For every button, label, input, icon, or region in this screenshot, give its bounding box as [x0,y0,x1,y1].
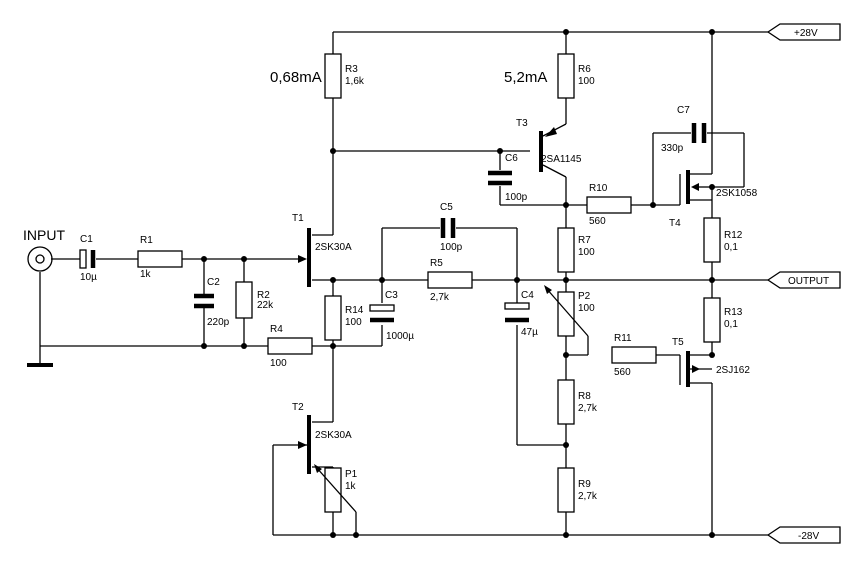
svg-text:100: 100 [345,317,362,328]
svg-text:R12: R12 [724,230,743,241]
svg-text:R9: R9 [578,479,591,490]
capacitor-c6: C6 100p [488,153,528,203]
transistor-t3: T3 2SA1145 [516,118,582,172]
transistor-t1: T1 2SK30A [292,213,352,287]
svg-text:47µ: 47µ [521,327,538,338]
transistor-t2: T2 2SK30A [292,402,352,474]
svg-text:2,7k: 2,7k [430,292,450,303]
svg-text:560: 560 [589,216,606,227]
svg-text:1k: 1k [345,481,357,492]
svg-text:-28V: -28V [798,531,819,542]
svg-text:T4: T4 [669,218,681,229]
svg-text:2SA1145: 2SA1145 [541,154,582,165]
capacitor-c3: C3 1000µ [369,290,414,342]
svg-text:10µ: 10µ [80,272,97,283]
resistor-r1: R1 1k [137,235,183,280]
svg-text:+28V: +28V [794,28,818,39]
svg-text:C3: C3 [385,290,398,301]
capacitor-c4: C4 47µ [504,290,538,338]
potentiometer-p1: P1 1k [314,464,358,513]
svg-text:100: 100 [578,247,595,258]
svg-text:R13: R13 [724,307,743,318]
svg-text:T1: T1 [292,213,304,224]
capacitor-c5: C5 100p [440,202,463,253]
potentiometer-p2: P2 100 [544,285,595,337]
svg-text:R4: R4 [270,324,283,335]
junction-dots [201,29,715,538]
svg-text:OUTPUT: OUTPUT [788,276,829,287]
transistor-t4: T4 2SK1058 [669,170,758,229]
svg-text:C5: C5 [440,202,453,213]
svg-text:100: 100 [578,76,595,87]
svg-text:100p: 100p [440,242,463,253]
resistor-r6: R6 100 [557,53,595,99]
svg-text:100: 100 [578,303,595,314]
svg-text:R1: R1 [140,235,153,246]
transistor-t5: T5 2SJ162 [672,337,750,387]
resistor-r2: R2 22k [235,281,274,319]
svg-text:330p: 330p [661,143,684,154]
svg-text:0,1: 0,1 [724,242,738,253]
svg-text:T2: T2 [292,402,304,413]
input-connector: INPUT [23,227,65,367]
svg-text:100p: 100p [505,192,528,203]
svg-text:220p: 220p [207,317,230,328]
resistor-r14: R14 100 [324,295,364,341]
svg-text:2SK1058: 2SK1058 [716,188,758,199]
svg-text:R14: R14 [345,305,364,316]
resistor-r10: R10 560 [586,183,632,227]
resistor-r12: R12 0,1 [703,217,743,263]
svg-text:T3: T3 [516,118,528,129]
output-terminal: OUTPUT [766,271,841,289]
svg-text:100: 100 [270,358,287,369]
resistor-r9: R9 2,7k [557,467,598,513]
svg-text:C1: C1 [80,234,93,245]
svg-text:0,1: 0,1 [724,319,738,330]
resistor-r5: R5 2,7k [427,258,473,303]
svg-text:R7: R7 [578,235,591,246]
neg-rail-terminal: -28V [766,526,841,544]
resistor-r4: R4 100 [267,324,313,369]
svg-text:560: 560 [614,367,631,378]
capacitor-c2: C2 220p [194,277,230,328]
svg-text:R5: R5 [430,258,443,269]
resistor-r13: R13 0,1 [703,297,743,343]
svg-text:2,7k: 2,7k [578,403,598,414]
capacitor-c7: C7 330p [661,105,707,154]
svg-text:C4: C4 [521,290,534,301]
pos-rail-terminal: +28V [766,23,841,41]
svg-text:P2: P2 [578,291,591,302]
svg-text:R2: R2 [257,290,270,301]
svg-text:C6: C6 [505,153,518,164]
svg-text:2SK30A: 2SK30A [315,430,352,441]
svg-text:22k: 22k [257,300,274,311]
svg-text:2,7k: 2,7k [578,491,598,502]
svg-text:T5: T5 [672,337,684,348]
resistor-r11: R11 560 [611,333,657,378]
resistor-r8: R8 2,7k [557,379,598,425]
svg-text:2SK30A: 2SK30A [315,242,352,253]
svg-text:C2: C2 [207,277,220,288]
svg-text:C7: C7 [677,105,690,116]
wires [39,31,768,536]
svg-text:R6: R6 [578,64,591,75]
svg-text:P1: P1 [345,469,358,480]
current-label-r3: 0,68mA [270,69,322,86]
svg-text:R3: R3 [345,64,358,75]
svg-text:INPUT: INPUT [23,227,65,243]
svg-text:R11: R11 [614,333,632,344]
current-label-r6: 5,2mA [504,69,547,86]
svg-text:1,6k: 1,6k [345,76,365,87]
svg-text:1000µ: 1000µ [386,331,414,342]
capacitor-c1: C1 10µ [79,234,97,283]
svg-text:R10: R10 [589,183,608,194]
svg-text:2SJ162: 2SJ162 [716,365,750,376]
resistor-r7: R7 100 [557,227,595,273]
svg-text:R8: R8 [578,391,591,402]
resistor-r3: R3 1,6k [324,53,365,99]
svg-text:1k: 1k [140,269,152,280]
